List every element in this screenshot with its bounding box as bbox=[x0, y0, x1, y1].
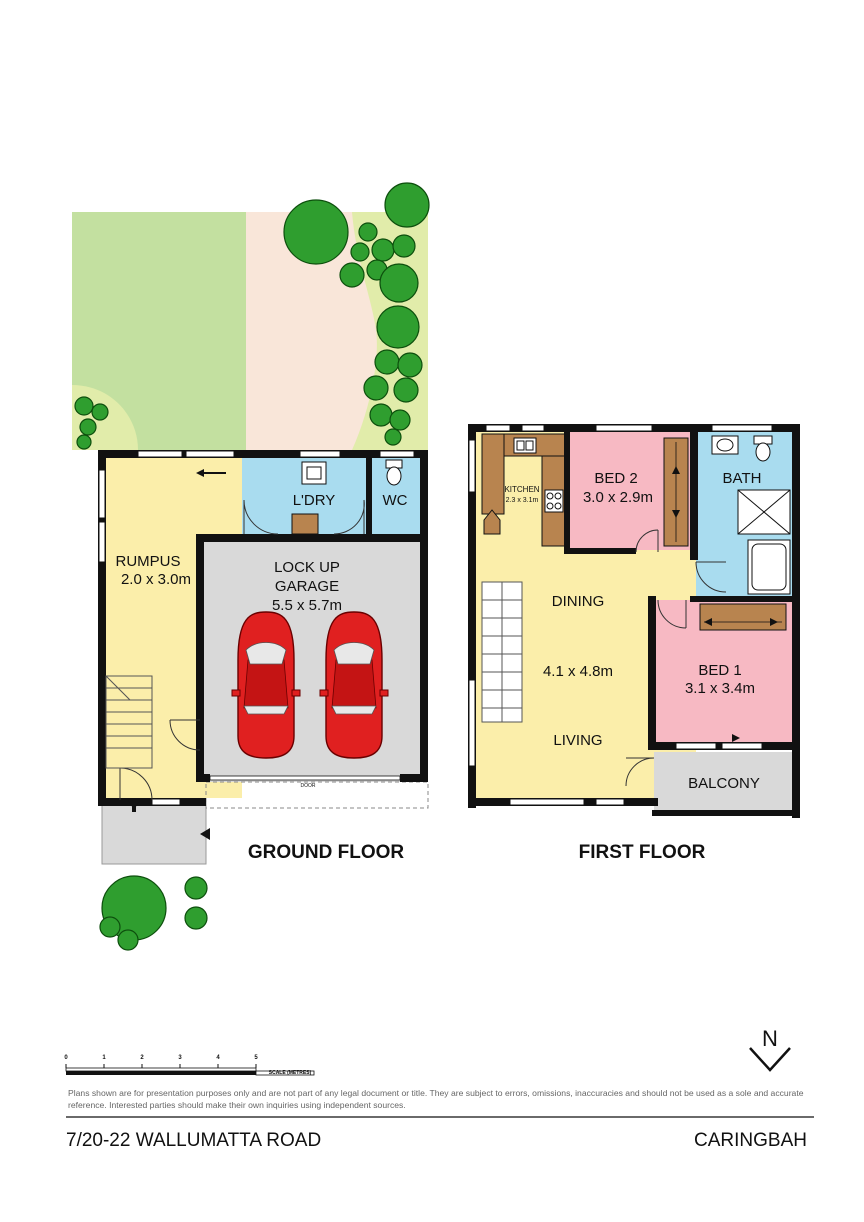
balcony-area bbox=[654, 752, 792, 810]
bed1-wardrobe bbox=[699, 603, 787, 631]
sliding-door-arrow-icon bbox=[196, 469, 226, 477]
bed1-label: BED 1 bbox=[698, 662, 741, 679]
bed2-wardrobe bbox=[663, 437, 689, 547]
scale-bar: 0 1 2 3 4 5 SCALE (METRES) bbox=[64, 1055, 315, 1076]
north-label: N bbox=[762, 1026, 778, 1051]
entry-arrow-icon bbox=[128, 800, 140, 812]
laundry-label: L'DRY bbox=[293, 492, 336, 509]
north-arrow-icon: N bbox=[749, 1026, 791, 1072]
garage-label-line1: LOCK UP bbox=[274, 559, 340, 576]
first-floor-doors bbox=[625, 529, 727, 787]
porch-arrow-icon bbox=[200, 828, 210, 840]
laundry-cabinet bbox=[291, 513, 319, 535]
first-floor-heading: FIRST FLOOR bbox=[579, 842, 706, 863]
living-size: 4.1 x 4.8m bbox=[543, 663, 613, 680]
ground-floor-stairs bbox=[105, 675, 153, 769]
entry-porch bbox=[101, 801, 207, 865]
kitchen-size: 2.3 x 3.1m bbox=[506, 497, 539, 504]
scale-tick-0: 0 bbox=[64, 1055, 68, 1061]
car-icon-left bbox=[231, 611, 301, 759]
balcony-label: BALCONY bbox=[688, 775, 760, 792]
laundry-tub bbox=[301, 461, 327, 485]
scale-tick-1: 1 bbox=[102, 1055, 106, 1061]
kitchen-sink-icon bbox=[513, 437, 537, 454]
bed1-size: 3.1 x 3.4m bbox=[685, 680, 755, 697]
property-address: 7/20-22 WALLUMATTA ROAD bbox=[66, 1130, 322, 1151]
scale-label: SCALE (METRES) bbox=[269, 1070, 312, 1076]
garage-label-line2: GARAGE bbox=[275, 578, 339, 595]
disclaimer-text: Plans shown are for presentation purpose… bbox=[68, 1088, 804, 1110]
ground-floor-plan: RUMPUS 2.0 x 3.0m L'DRY WC LOCK UP GARAG… bbox=[72, 182, 430, 951]
scale-tick-3: 3 bbox=[178, 1055, 182, 1061]
first-floor-stairs bbox=[481, 581, 523, 723]
garage-size: 5.5 x 5.7m bbox=[272, 597, 342, 614]
rumpus-label: RUMPUS bbox=[115, 553, 180, 570]
garden-shrubs bbox=[74, 182, 430, 951]
wc-toilet-icon bbox=[385, 459, 403, 486]
rumpus-size: 2.0 x 3.0m bbox=[121, 571, 191, 588]
wc-label: WC bbox=[383, 492, 408, 509]
scale-tick-5: 5 bbox=[254, 1055, 258, 1061]
ground-floor-doors bbox=[119, 499, 365, 801]
driveway-outline bbox=[205, 781, 429, 809]
bath-fixtures bbox=[711, 435, 791, 595]
car-icon-right bbox=[319, 611, 389, 759]
garage-door-label: DOOR bbox=[301, 783, 316, 789]
dining-label: DINING bbox=[552, 593, 605, 610]
cooktop-icon bbox=[544, 489, 564, 513]
living-label: LIVING bbox=[553, 732, 602, 749]
bed2-label: BED 2 bbox=[594, 470, 637, 487]
fridge-space bbox=[483, 509, 501, 535]
first-floor-windows bbox=[468, 424, 773, 806]
bath-label: BATH bbox=[723, 470, 762, 487]
ground-floor-windows bbox=[98, 450, 415, 806]
scale-tick-2: 2 bbox=[140, 1055, 144, 1061]
property-suburb: CARINGBAH bbox=[694, 1130, 807, 1151]
first-floor-plan: KITCHEN 2.3 x 3.1m BED 2 3.0 x 2.9m BATH… bbox=[468, 424, 800, 863]
ground-floor-heading: GROUND FLOOR bbox=[248, 842, 404, 863]
sliding-door-arrows bbox=[672, 466, 778, 742]
bed2-size: 3.0 x 2.9m bbox=[583, 489, 653, 506]
kitchen-label: KITCHEN bbox=[504, 485, 539, 494]
scale-tick-4: 4 bbox=[216, 1055, 220, 1061]
garage-door bbox=[209, 775, 401, 781]
